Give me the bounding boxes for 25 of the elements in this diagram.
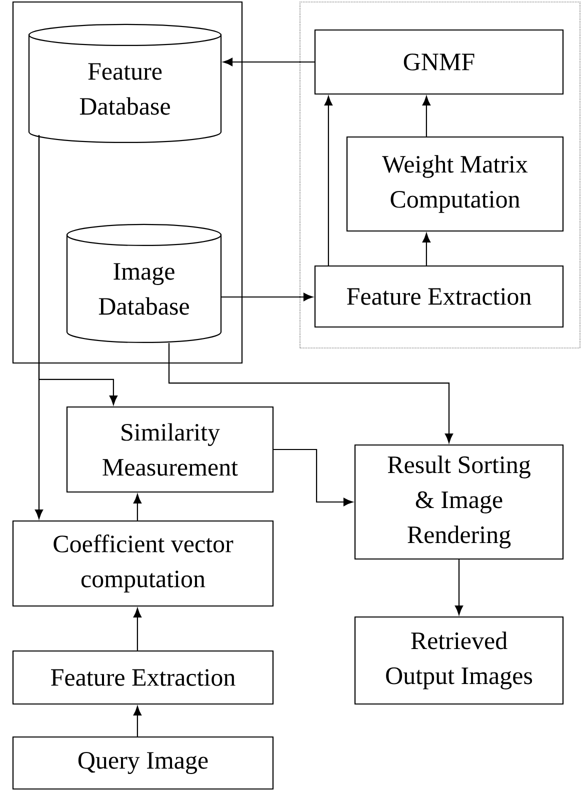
- arrow: [133, 706, 142, 736]
- arrow: [222, 292, 313, 302]
- process-box: Feature Extraction: [12, 650, 274, 705]
- process-box: GNMF: [314, 29, 564, 95]
- dotted-group-frame: [300, 2, 580, 348]
- arrow: [422, 96, 430, 136]
- arrow: [223, 58, 314, 66]
- arrow: [133, 608, 142, 650]
- arrow: [168, 343, 454, 443]
- arrow: [38, 135, 118, 405]
- arrow: [324, 96, 332, 266]
- arrow: [422, 233, 430, 266]
- process-box: Coefficient vector computation: [12, 520, 274, 607]
- process-box: Retrieved Output Images: [354, 616, 564, 705]
- process-box: Similarity Measurement: [66, 406, 274, 493]
- process-box: Feature Extraction: [314, 265, 564, 328]
- database-cylinder: Feature Database: [28, 24, 222, 144]
- database-cylinder: Image Database: [66, 224, 222, 344]
- arrow: [133, 494, 142, 520]
- process-box: Result Sorting & Image Rendering: [354, 444, 564, 560]
- arrow: [454, 560, 464, 615]
- arrow: [274, 448, 353, 506]
- group-frame: [12, 1, 243, 364]
- process-box: Weight Matrix Computation: [346, 136, 564, 232]
- process-box: Query Image: [12, 736, 274, 790]
